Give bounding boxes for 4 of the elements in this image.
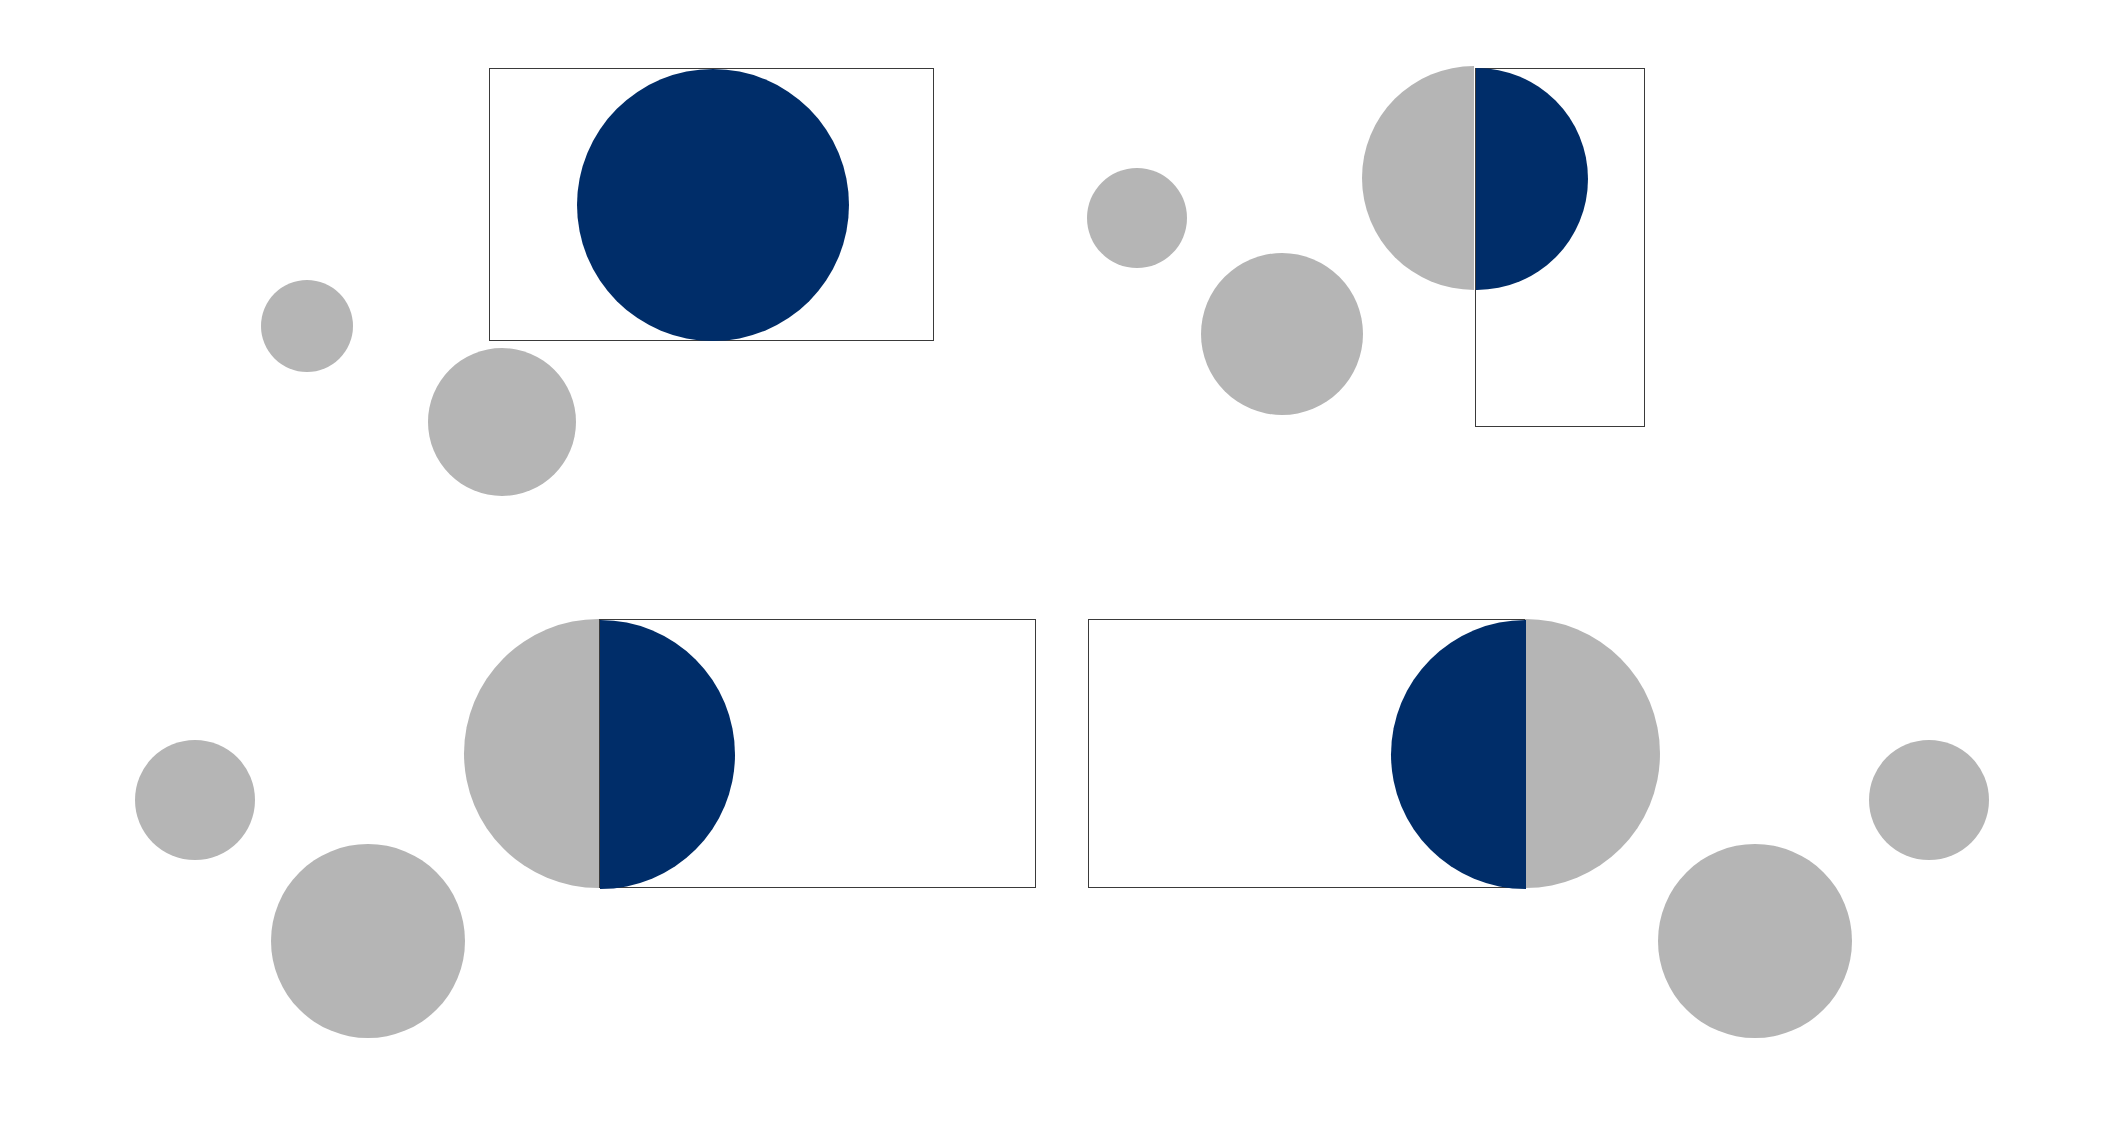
outline-frame (599, 619, 1036, 888)
outline-frame (489, 68, 934, 341)
outline-frame (1088, 619, 1525, 888)
outline-frame (1475, 68, 1645, 427)
